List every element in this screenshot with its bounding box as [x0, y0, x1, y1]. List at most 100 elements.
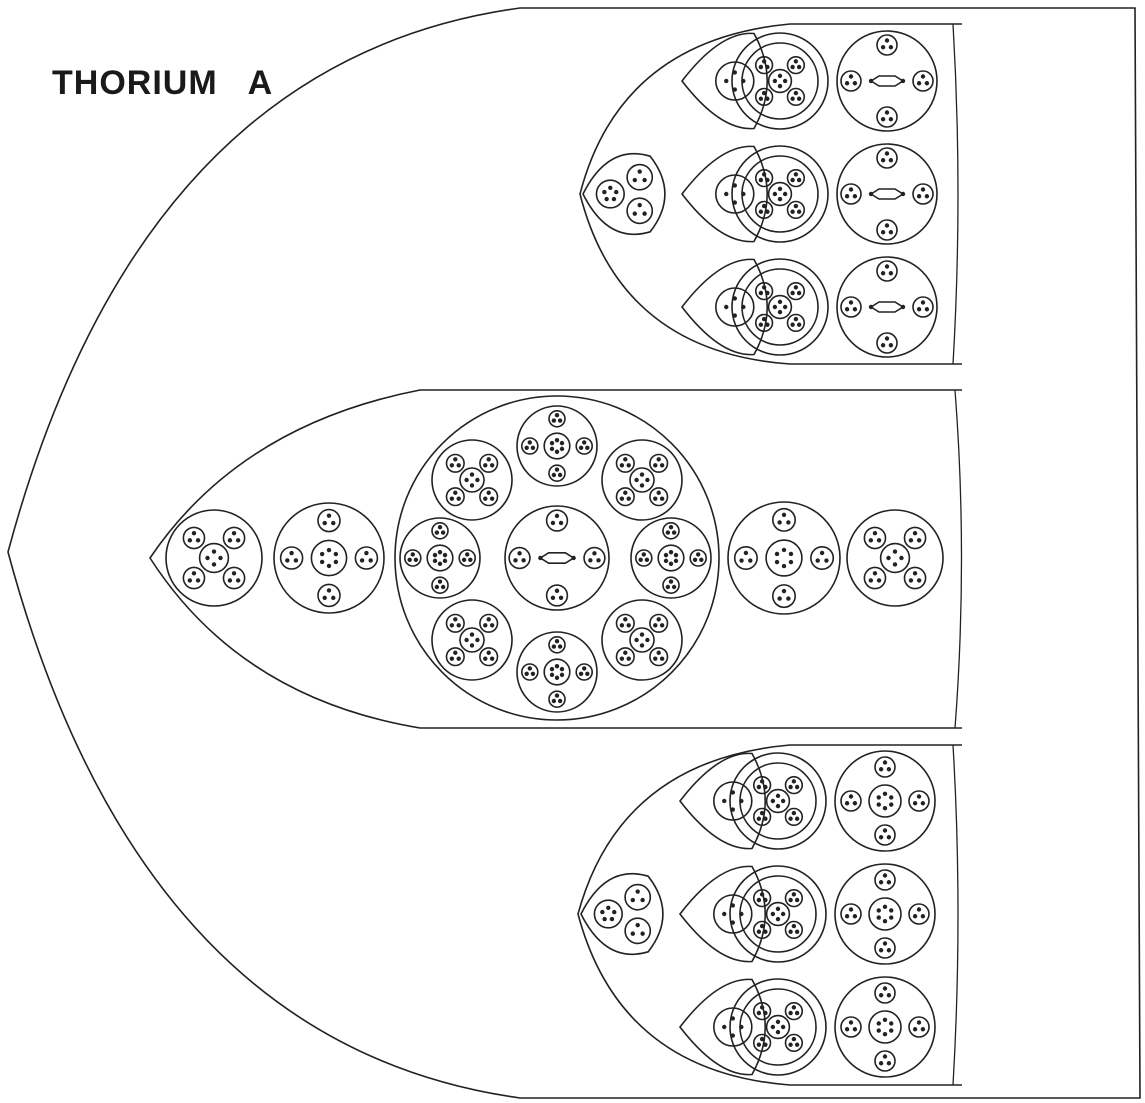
dot: [364, 551, 368, 555]
dot: [640, 632, 644, 636]
dot: [879, 993, 883, 997]
dot: [853, 194, 857, 198]
dot: [889, 230, 893, 234]
dot: [792, 1005, 796, 1009]
dot: [450, 623, 454, 627]
dot: [889, 908, 893, 912]
bodies-group: [166, 31, 943, 1077]
dot: [797, 291, 801, 295]
dot: [555, 693, 559, 697]
dot: [236, 578, 240, 582]
dot: [334, 560, 338, 564]
dot: [483, 623, 487, 627]
sub-ring: [480, 648, 498, 666]
dot: [433, 553, 437, 557]
dot: [192, 531, 196, 535]
dot: [560, 667, 564, 671]
sub-ring: [625, 918, 650, 943]
dot: [555, 589, 559, 593]
dot: [470, 632, 474, 636]
dot: [450, 463, 454, 467]
dot: [218, 556, 222, 560]
unit-ring: [835, 751, 935, 851]
dot: [634, 638, 638, 642]
dot: [487, 457, 491, 461]
tear-body: [730, 866, 826, 962]
dot: [465, 552, 469, 556]
sub-ring: [875, 757, 895, 777]
dot: [657, 617, 661, 621]
dot: [232, 571, 236, 575]
unit-ring: [517, 632, 597, 712]
dot: [521, 558, 525, 562]
sub-ring: [318, 510, 340, 532]
dot: [666, 530, 670, 534]
dot: [877, 908, 881, 912]
dot: [792, 924, 796, 928]
dot: [596, 558, 600, 562]
dot: [464, 478, 468, 482]
dot: [887, 880, 891, 884]
dot: [722, 1025, 726, 1029]
dot: [555, 639, 559, 643]
dot: [470, 643, 474, 647]
dot: [877, 578, 881, 582]
dot: [877, 1021, 881, 1025]
dot: [889, 158, 893, 162]
dot: [608, 186, 612, 190]
dot: [620, 463, 624, 467]
dot: [881, 230, 885, 234]
dot: [869, 305, 873, 309]
sub-ring: [616, 648, 634, 666]
unit-ring: [847, 510, 943, 606]
dot: [885, 38, 889, 42]
dot: [869, 192, 873, 196]
sub-ring: [460, 628, 484, 652]
dot: [236, 538, 240, 542]
dot: [889, 802, 893, 806]
dot: [792, 892, 796, 896]
dot: [845, 914, 849, 918]
dot: [794, 317, 798, 321]
dot: [552, 473, 556, 477]
dot: [887, 948, 891, 952]
dot: [470, 483, 474, 487]
dot: [765, 323, 769, 327]
sub-ring: [183, 567, 204, 588]
dot: [869, 538, 873, 542]
sub-ring: [311, 540, 346, 575]
unit-ring: [835, 864, 935, 964]
sub-ring: [869, 785, 901, 817]
dot: [759, 97, 763, 101]
dot: [443, 553, 447, 557]
dot: [925, 194, 929, 198]
hexagon-link: [540, 553, 573, 563]
dot: [775, 560, 779, 564]
dot: [885, 336, 889, 340]
dot: [877, 915, 881, 919]
sub-ring: [841, 71, 861, 91]
dot: [881, 343, 885, 347]
dot: [786, 520, 790, 524]
sub-ring: [767, 790, 790, 813]
sub-ring: [877, 333, 897, 353]
dot: [757, 785, 761, 789]
sub-ring: [869, 898, 901, 930]
dot: [789, 560, 793, 564]
dot: [885, 151, 889, 155]
dot: [879, 948, 883, 952]
dot: [795, 898, 799, 902]
dot: [794, 204, 798, 208]
dot: [443, 559, 447, 563]
dot: [487, 491, 491, 495]
sub-ring: [223, 527, 244, 548]
dot: [724, 192, 728, 196]
dot: [845, 307, 849, 311]
dot: [873, 531, 877, 535]
unit-ring: [837, 144, 937, 244]
dot: [531, 446, 535, 450]
dot: [849, 187, 853, 191]
dot: [889, 45, 893, 49]
dot: [762, 204, 766, 208]
dot: [889, 117, 893, 121]
